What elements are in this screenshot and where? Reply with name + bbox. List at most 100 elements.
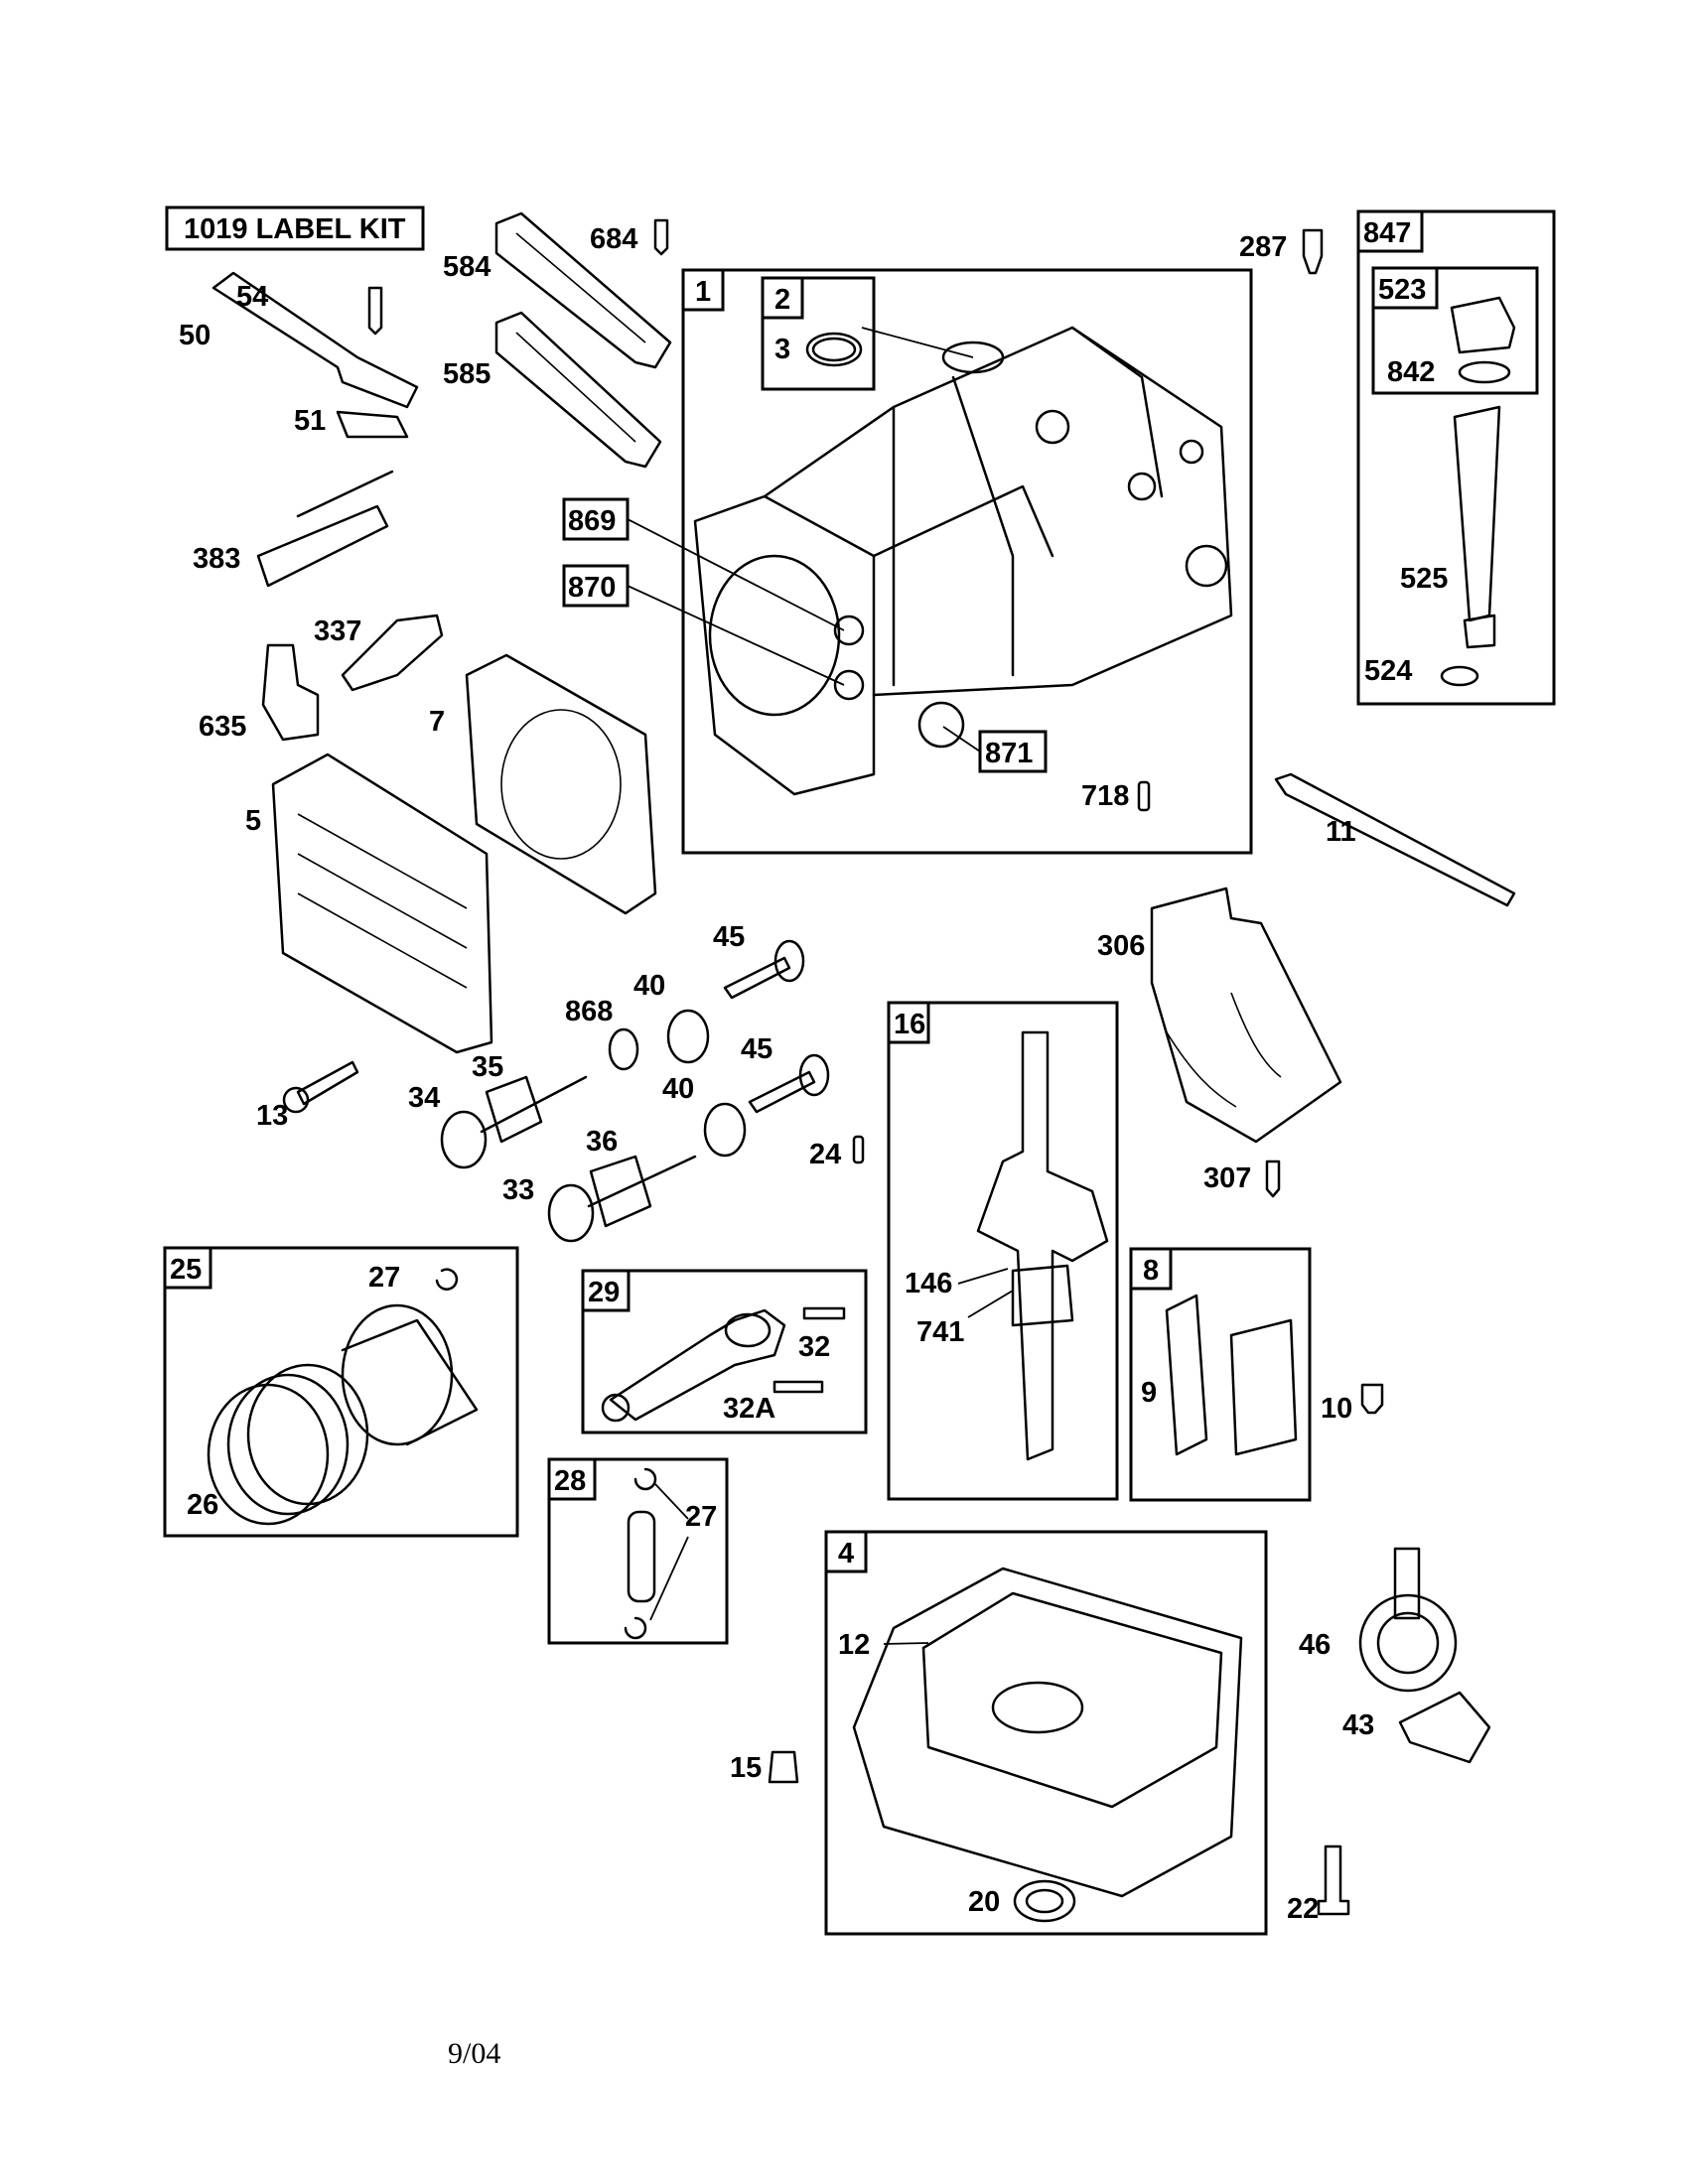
bolt-32 — [802, 1306, 846, 1320]
seal-20 — [1013, 1879, 1076, 1923]
wrist-pin-box: 28 27 — [547, 1457, 729, 1645]
callout-306: 306 — [1097, 930, 1145, 962]
callout-684: 684 — [590, 223, 637, 255]
label-kit-text: 1019 LABEL KIT — [184, 213, 406, 245]
spring-36 — [589, 1155, 652, 1228]
seal-ring-3 — [805, 332, 863, 367]
seal-ring-3-inner — [811, 337, 857, 362]
callout-524: 524 — [1364, 655, 1412, 687]
callout-27-piston: 27 — [368, 1262, 400, 1294]
callout-718: 718 — [1081, 780, 1129, 812]
rod-11 — [1274, 772, 1516, 907]
bolt-32a — [772, 1380, 824, 1394]
screw-307 — [1265, 1160, 1281, 1198]
callout-871: 871 — [985, 738, 1033, 769]
lifter-45-upper — [723, 956, 791, 1000]
governor-gear-46 — [1358, 1593, 1458, 1693]
callout-8: 8 — [1143, 1255, 1159, 1287]
governor-shaft — [1393, 1547, 1421, 1620]
callout-584: 584 — [443, 251, 491, 283]
callout-12: 12 — [838, 1629, 870, 1661]
dipstick-cap-523 — [1450, 296, 1516, 354]
o-ring-524 — [1440, 665, 1479, 687]
gasket-9 — [1165, 1294, 1208, 1456]
callout-525: 525 — [1400, 563, 1448, 595]
callout-25: 25 — [170, 1254, 202, 1286]
clip-27-piston — [435, 1268, 459, 1291]
spark-plug-boot-635 — [261, 643, 320, 742]
lifter-45-lower — [748, 1070, 816, 1114]
valve-33 — [547, 1183, 595, 1243]
screw-10 — [1360, 1383, 1384, 1415]
callout-868: 868 — [565, 996, 613, 1027]
callout-45-upper: 45 — [713, 921, 745, 953]
dowel-pin-718 — [1137, 780, 1151, 812]
sump-4 — [852, 1567, 1243, 1898]
connecting-rod-box: 29 32 32A — [581, 1269, 868, 1434]
callout-307: 307 — [1203, 1162, 1251, 1194]
callout-4: 4 — [838, 1538, 854, 1570]
footer-date: 9/04 — [448, 2037, 500, 2070]
cylinder-block-drawing — [693, 326, 1233, 796]
retainer-40-upper — [666, 1009, 710, 1064]
breather-tube-50 — [211, 271, 419, 409]
callout-50: 50 — [179, 320, 210, 351]
callout-40-lower: 40 — [662, 1073, 694, 1105]
callout-337: 337 — [314, 615, 361, 647]
callout-635: 635 — [199, 711, 246, 743]
gasket-584 — [494, 211, 672, 369]
callout-45-lower: 45 — [741, 1033, 772, 1065]
callout-29: 29 — [588, 1277, 620, 1308]
callout-26: 26 — [187, 1489, 218, 1521]
sump-box: 4 12 20 — [824, 1530, 1268, 1936]
callout-287: 287 — [1239, 231, 1287, 263]
callout-24: 24 — [809, 1139, 841, 1170]
label-kit-box: 1019 LABEL KIT — [165, 205, 425, 251]
cover-8 — [1229, 1318, 1298, 1456]
callout-40-upper: 40 — [633, 970, 665, 1002]
bolt-22 — [1317, 1844, 1350, 1916]
callout-9: 9 — [1141, 1377, 1157, 1409]
callout-27-pin: 27 — [685, 1501, 717, 1533]
screw-684 — [653, 218, 669, 256]
screw-54 — [367, 286, 383, 336]
head-gasket-7 — [465, 653, 657, 915]
callout-1: 1 — [695, 276, 711, 308]
callout-870: 870 — [568, 572, 616, 604]
callout-13: 13 — [256, 1100, 288, 1132]
callout-842: 842 — [1387, 356, 1435, 388]
callout-22: 22 — [1287, 1893, 1319, 1925]
callout-20: 20 — [968, 1886, 1000, 1918]
cover-box: 8 9 — [1129, 1247, 1312, 1502]
dipstick-tube-525 — [1453, 405, 1501, 622]
seal-868 — [608, 1027, 639, 1071]
valve-34 — [440, 1110, 488, 1169]
callout-741: 741 — [916, 1316, 964, 1348]
callout-32a: 32A — [723, 1393, 775, 1425]
piston-rings-26 — [207, 1383, 330, 1526]
callout-16: 16 — [894, 1009, 925, 1040]
bolt-13 — [296, 1060, 359, 1106]
callout-34: 34 — [408, 1082, 440, 1114]
piston-box: 25 27 26 — [163, 1246, 519, 1538]
callout-46: 46 — [1299, 1629, 1331, 1661]
upper-left-parts: 584 585 684 54 50 51 383 337 635 7 5 — [179, 211, 672, 1054]
callout-523: 523 — [1378, 274, 1426, 306]
part-383 — [256, 504, 389, 588]
piston-25 — [341, 1303, 454, 1446]
screw-287 — [1302, 228, 1324, 275]
callout-585: 585 — [443, 358, 491, 390]
pin-24 — [852, 1135, 865, 1164]
callout-36: 36 — [586, 1126, 618, 1158]
spark-plug-337 — [341, 614, 444, 692]
wrist-pin — [627, 1510, 656, 1603]
callout-5: 5 — [245, 805, 261, 837]
callout-33: 33 — [502, 1174, 534, 1206]
cylinder-block-box: 1 2 3 869 870 — [562, 268, 1253, 855]
clip-27-bottom — [624, 1616, 647, 1640]
o-ring-842 — [1458, 360, 1511, 384]
gasket-51 — [336, 410, 409, 439]
callout-35: 35 — [472, 1051, 503, 1083]
callout-7: 7 — [429, 706, 445, 738]
